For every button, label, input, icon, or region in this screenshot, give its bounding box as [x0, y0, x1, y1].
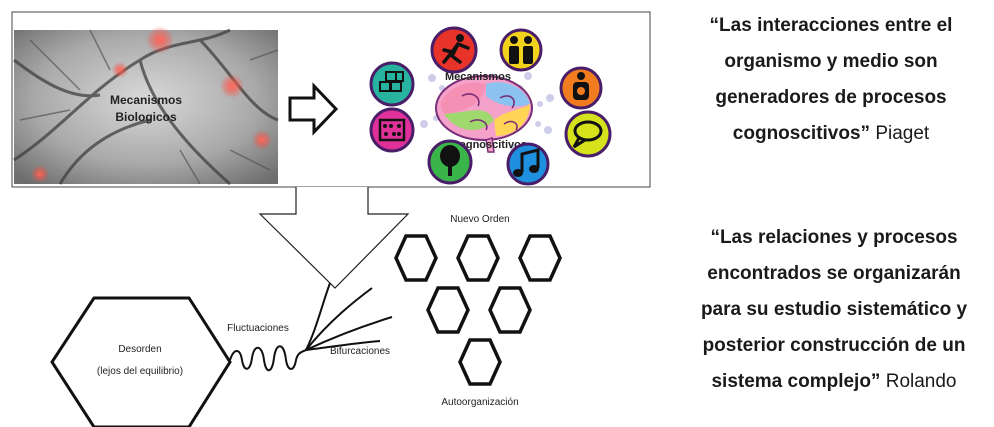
hexagon — [426, 286, 470, 334]
quote-author: Piaget — [875, 123, 930, 144]
cubes-icon — [369, 61, 415, 107]
tree-icon — [427, 139, 473, 185]
quote-line: “Las relaciones y procesos — [710, 227, 958, 248]
quote-line: sistema complejo” — [711, 371, 881, 392]
cognitive-cluster: Mecanismos cognoscitivos — [369, 26, 612, 186]
disorder-label: Desorden — [118, 344, 161, 355]
quote-line: posterior construcción de un — [702, 335, 966, 356]
quote-line: encontrados se organizarán — [707, 263, 961, 284]
new-order-label: Nuevo Orden — [450, 214, 509, 225]
quote-line: para su estudio sistemático y — [700, 299, 968, 320]
bifurcations-label: Bifurcaciones — [330, 346, 390, 357]
neuron-label-line1: Mecanismos — [110, 93, 182, 107]
self-organization-label: Autoorganización — [441, 397, 518, 408]
piaget-quote: “Las interacciones entre el organismo y … — [676, 8, 986, 152]
hexagon — [458, 338, 502, 386]
speech-bubble-icon — [564, 110, 612, 158]
cognitive-label-top: Mecanismos — [445, 71, 511, 83]
bifurcation-branches — [305, 282, 393, 351]
brain-icon — [435, 75, 533, 153]
quote-line: cognoscitivos” — [732, 123, 871, 144]
hexagon — [456, 234, 500, 282]
fluctuations-label: Fluctuaciones — [227, 323, 289, 334]
hexagon — [394, 234, 438, 282]
right-arrow-icon — [288, 82, 339, 136]
quote-line: generadores de procesos — [715, 87, 947, 108]
quote-line: “Las interacciones entre el — [709, 15, 953, 36]
music-note-icon — [506, 142, 550, 186]
abacus-icon — [369, 107, 415, 153]
neuron-image: Mecanismos Biologicos — [13, 26, 279, 186]
cognitive-label-bottom: cognoscitivos — [453, 139, 527, 151]
fluctuation-wave — [229, 345, 307, 372]
neuron-label-line2: Biologicos — [115, 110, 177, 124]
funnel-shape — [258, 187, 410, 289]
rolando-quote: “Las relaciones y procesos encontrados s… — [676, 220, 992, 400]
running-person-icon — [430, 26, 478, 74]
new-order-hexagons — [394, 234, 562, 386]
quote-line: organismo y medio son — [724, 51, 938, 72]
hexagon — [488, 286, 532, 334]
hourglass-person-icon — [559, 66, 603, 110]
disorder-hexagon — [50, 296, 232, 427]
equilibrium-label: (lejos del equilibrio) — [97, 366, 183, 377]
quote-author: Rolando — [885, 371, 957, 392]
two-people-icon — [499, 28, 543, 72]
hexagon — [518, 234, 562, 282]
